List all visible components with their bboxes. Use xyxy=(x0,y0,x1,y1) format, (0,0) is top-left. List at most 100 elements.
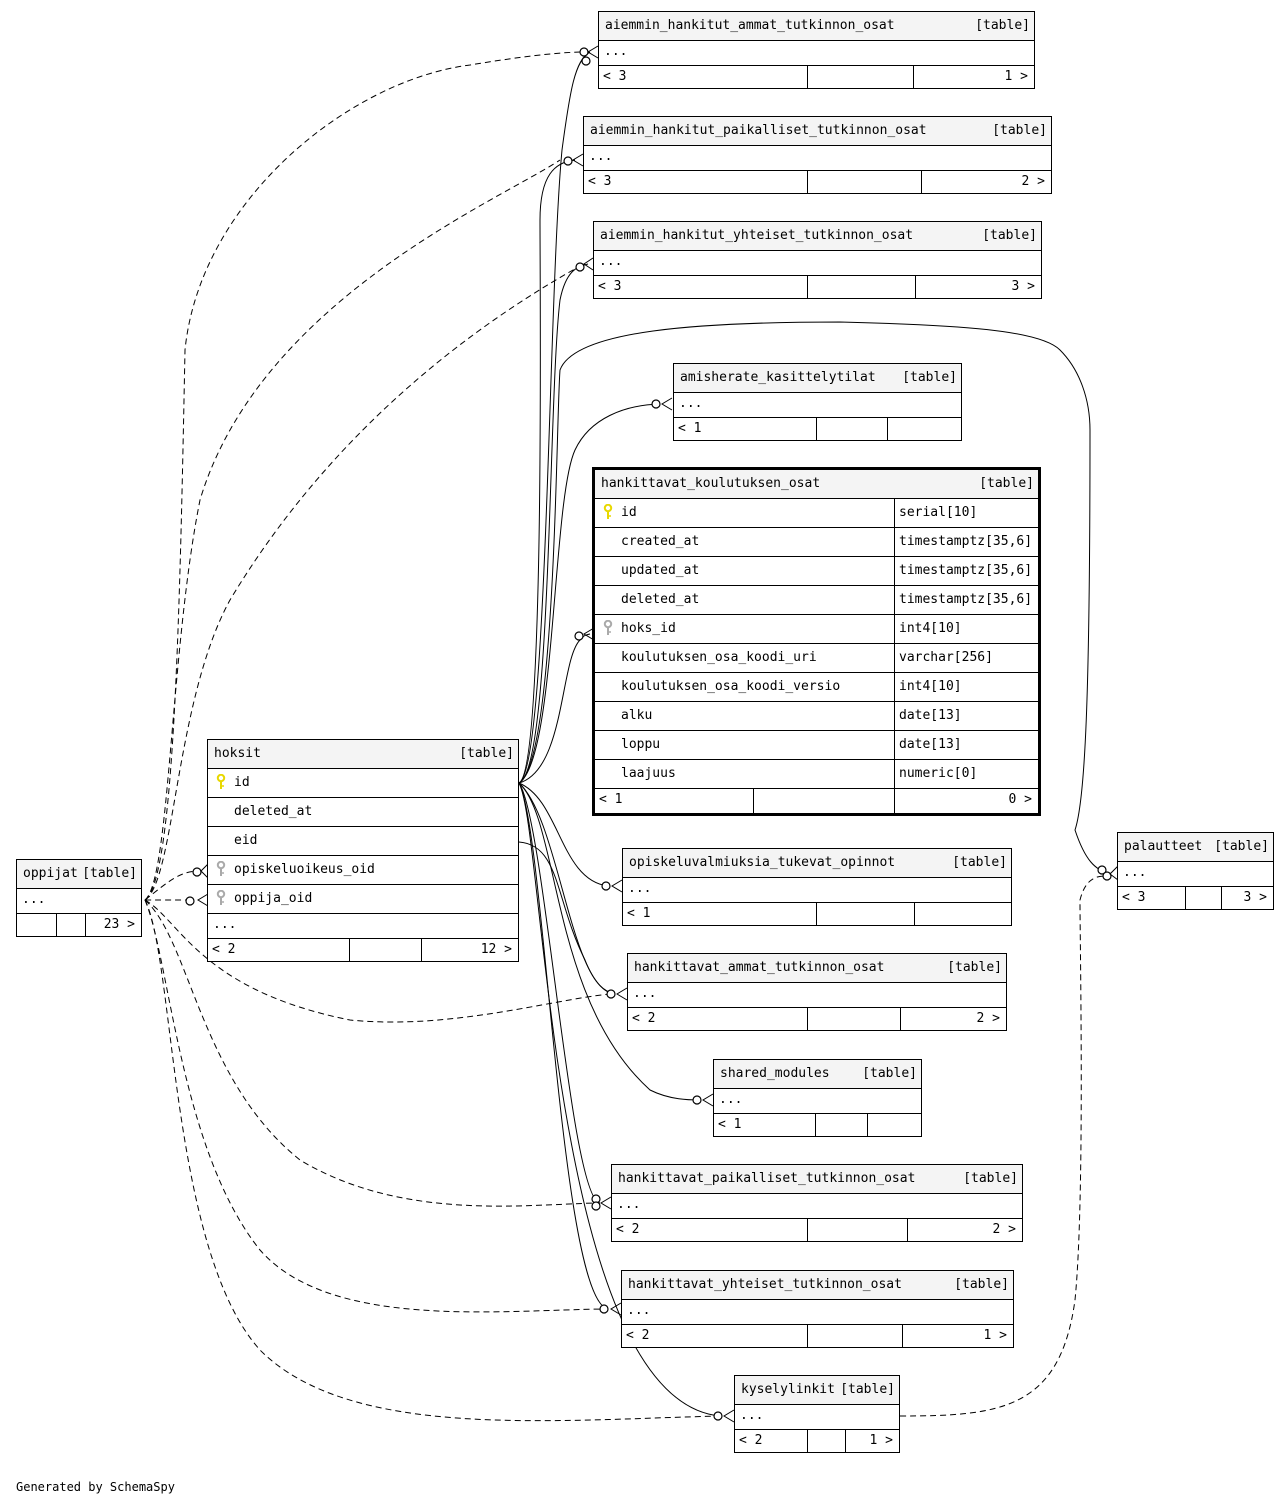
table-name[interactable]: aiemmin_hankitut_yhteiset_tutkinnon_osat xyxy=(600,228,914,243)
children-count[interactable]: 23 > xyxy=(103,917,135,932)
column-row[interactable]: deleted_at xyxy=(208,798,518,827)
table-type: [table] xyxy=(982,228,1037,243)
children-count[interactable]: 12 > xyxy=(480,942,512,957)
column-type: date[13] xyxy=(899,737,962,752)
table-header: hankittavat_yhteiset_tutkinnon_osat[tabl… xyxy=(622,1271,1013,1300)
parents-count[interactable]: < 2 xyxy=(616,1222,640,1237)
table-footer: < 1 0 > xyxy=(595,789,1038,813)
table-type: [table] xyxy=(902,370,957,385)
table-header: kyselylinkit[table] xyxy=(735,1376,899,1405)
table-type: [table] xyxy=(947,960,1002,975)
table-name[interactable]: shared_modules xyxy=(720,1066,830,1081)
table-name[interactable]: hankittavat_ammat_tutkinnon_osat xyxy=(634,960,885,975)
edge-oppijat-aiemmin-ammat xyxy=(144,51,586,901)
table-name[interactable]: kyselylinkit xyxy=(741,1382,835,1397)
table-header: hankittavat_koulutuksen_osat[table] xyxy=(595,470,1038,499)
children-count[interactable]: 3 > xyxy=(1243,890,1267,905)
table-name[interactable]: hoksit xyxy=(214,746,261,761)
table-name[interactable]: hankittavat_paikalliset_tutkinnon_osat xyxy=(618,1171,916,1186)
table-hankittavat-ammat-tutkinnon-osat[interactable]: hankittavat_ammat_tutkinnon_osat[table] … xyxy=(627,953,1007,1031)
column-name: id xyxy=(621,505,637,520)
edge-hoksit-eid-ammat xyxy=(518,841,616,995)
generated-by-credit: Generated by SchemaSpy xyxy=(16,1480,175,1494)
parents-count[interactable]: < 2 xyxy=(626,1328,650,1343)
table-name[interactable]: hankittavat_yhteiset_tutkinnon_osat xyxy=(628,1277,902,1292)
table-footer: < 2 1 > xyxy=(735,1430,899,1452)
table-shared-modules[interactable]: shared_modules[table] ... < 1 xyxy=(713,1059,922,1137)
parents-count[interactable]: < 2 xyxy=(739,1433,763,1448)
table-footer: < 2 12 > xyxy=(208,939,518,961)
column-row[interactable]: eid xyxy=(208,827,518,856)
column-name: hoks_id xyxy=(621,621,676,636)
table-type: [table] xyxy=(963,1171,1018,1186)
parents-count[interactable]: < 3 xyxy=(1122,890,1146,905)
column-type: varchar[256] xyxy=(899,650,993,665)
edge-oppijat-hankittavat-paikalliset xyxy=(144,899,596,1207)
edge-oppijat-hankittavat-yhteiset xyxy=(144,899,606,1313)
parents-count[interactable]: < 3 xyxy=(588,174,612,189)
children-count[interactable]: 2 > xyxy=(1021,174,1045,189)
table-name[interactable]: oppijat xyxy=(23,866,78,881)
children-count[interactable]: 1 > xyxy=(1004,69,1028,84)
parents-count[interactable]: < 1 xyxy=(718,1117,742,1132)
table-name[interactable]: amisherate_kasittelytilat xyxy=(680,370,876,385)
table-header: opiskeluvalmiuksia_tukevat_opinnot[table… xyxy=(623,849,1011,878)
table-opiskeluvalmiuksia-tukevat-opinnot[interactable]: opiskeluvalmiuksia_tukevat_opinnot[table… xyxy=(622,848,1012,926)
table-amisherate-kasittelytilat[interactable]: amisherate_kasittelytilat[table] ... < 1 xyxy=(673,363,962,441)
parents-count[interactable]: < 1 xyxy=(627,906,651,921)
children-count[interactable]: 2 > xyxy=(976,1011,1000,1026)
parents-count[interactable]: < 2 xyxy=(632,1011,656,1026)
table-name[interactable]: opiskeluvalmiuksia_tukevat_opinnot xyxy=(629,855,896,870)
edge-palautteet-kyselylinkit xyxy=(899,875,1106,1417)
parents-count[interactable]: < 1 xyxy=(599,792,623,807)
column-row[interactable]: id xyxy=(208,769,518,798)
column-row[interactable]: oppija_oid xyxy=(208,885,518,914)
column-row[interactable]: opiskeluoikeus_oid xyxy=(208,856,518,885)
column-name: deleted_at xyxy=(234,804,313,819)
table-footer: < 1 xyxy=(674,418,961,440)
parents-count[interactable]: < 1 xyxy=(678,421,702,436)
table-oppijat[interactable]: oppijat[table] ... 23 > xyxy=(16,859,142,937)
columns-ellipsis: ... xyxy=(628,983,1006,1008)
children-count[interactable]: 1 > xyxy=(983,1328,1007,1343)
table-name[interactable]: aiemmin_hankitut_paikalliset_tutkinnon_o… xyxy=(590,123,927,138)
table-header: amisherate_kasittelytilat [table] xyxy=(674,364,961,393)
column-type-cell: date[13] xyxy=(894,702,1038,730)
table-aiemmin-hankitut-paikalliset-tutkinnon-osat[interactable]: aiemmin_hankitut_paikalliset_tutkinnon_o… xyxy=(583,116,1052,194)
edge-hoksit-aiemmin-ammat xyxy=(518,51,591,784)
table-aiemmin-hankitut-ammat-tutkinnon-osat[interactable]: aiemmin_hankitut_ammat_tutkinnon_osat[ta… xyxy=(598,11,1035,89)
table-aiemmin-hankitut-yhteiset-tutkinnon-osat[interactable]: aiemmin_hankitut_yhteiset_tutkinnon_osat… xyxy=(593,221,1042,299)
table-footer: < 1 xyxy=(623,903,1011,925)
children-count[interactable]: 1 > xyxy=(869,1433,893,1448)
parents-count[interactable]: < 3 xyxy=(598,279,622,294)
column-type: numeric[0] xyxy=(899,766,978,781)
children-count[interactable]: 2 > xyxy=(992,1222,1016,1237)
table-name[interactable]: hankittavat_koulutuksen_osat xyxy=(601,476,821,491)
children-count[interactable]: 3 > xyxy=(1011,279,1035,294)
columns-ellipsis: ... xyxy=(622,1300,1013,1325)
parents-count[interactable]: < 3 xyxy=(603,69,627,84)
table-hankittavat-yhteiset-tutkinnon-osat[interactable]: hankittavat_yhteiset_tutkinnon_osat[tabl… xyxy=(621,1270,1014,1348)
children-count[interactable]: 0 > xyxy=(1008,792,1032,807)
table-name[interactable]: palautteet xyxy=(1124,839,1203,854)
table-hankittavat-paikalliset-tutkinnon-osat[interactable]: hankittavat_paikalliset_tutkinnon_osat [t… xyxy=(611,1164,1023,1242)
parents-count[interactable]: < 2 xyxy=(212,942,236,957)
columns-ellipsis: ... xyxy=(714,1089,921,1114)
table-name[interactable]: aiemmin_hankitut_ammat_tutkinnon_osat xyxy=(605,18,895,33)
table-type: [table] xyxy=(459,746,514,761)
